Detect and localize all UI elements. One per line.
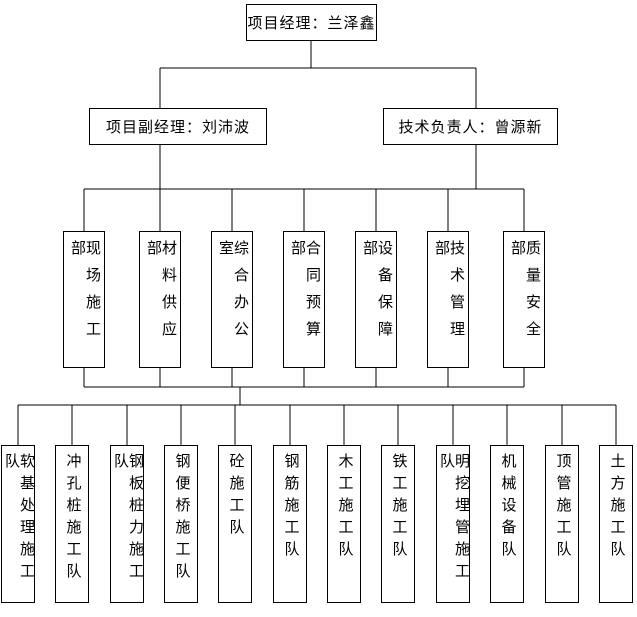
dept-label: 质量安全部 <box>509 240 540 348</box>
dept-node-material-supply: 材料供应部 <box>139 231 181 368</box>
team-label: 钢板桩力施工队 <box>112 453 143 585</box>
dept-label: 材料供应部 <box>145 240 176 348</box>
team-node-bored-pile: 冲孔桩施工队 <box>55 445 89 603</box>
team-node-carpentry: 木工施工队 <box>327 445 361 603</box>
team-node-steel-trestle: 钢便桥施工队 <box>164 445 198 603</box>
team-label: 冲孔桩施工队 <box>64 453 81 585</box>
team-node-sheet-pile: 钢板桩力施工队 <box>110 445 144 603</box>
team-label: 机械设备队 <box>499 453 516 563</box>
team-node-rebar: 钢筋施工队 <box>273 445 307 603</box>
dept-label: 综合办公室 <box>217 240 248 348</box>
node-technical-director: 技术负责人：曾源新 <box>383 108 558 145</box>
team-node-soft-foundation: 软基处理施工队 <box>1 445 35 603</box>
team-label: 土方施工队 <box>608 453 625 563</box>
dept-node-equipment-support: 设备保障部 <box>355 231 397 368</box>
team-label: 铁工施工队 <box>390 453 407 563</box>
dept-label: 技术管理部 <box>433 240 464 348</box>
team-node-pipe-jacking: 顶管施工队 <box>545 445 579 603</box>
team-label: 钢便桥施工队 <box>173 453 190 585</box>
dept-label: 设备保障部 <box>361 240 392 348</box>
dept-node-technical-management: 技术管理部 <box>427 231 469 368</box>
team-label: 钢筋施工队 <box>282 453 299 563</box>
dept-node-general-office: 综合办公室 <box>211 231 253 368</box>
team-label: 木工施工队 <box>336 453 353 563</box>
dept-node-quality-safety: 质量安全部 <box>503 231 545 368</box>
dept-node-contract-budget: 合同预算部 <box>283 231 325 368</box>
dept-label: 现场施工部 <box>69 240 100 348</box>
team-node-earthwork: 土方施工队 <box>599 445 633 603</box>
dept-node-site-construction: 现场施工部 <box>63 231 105 368</box>
team-label: 明挖埋管施工队 <box>438 453 469 585</box>
team-label: 砼施工队 <box>227 453 244 541</box>
node-deputy-project-manager: 项目副经理：刘沛波 <box>89 108 267 145</box>
team-node-ironwork: 铁工施工队 <box>381 445 415 603</box>
team-label: 顶管施工队 <box>554 453 571 563</box>
team-node-concrete: 砼施工队 <box>218 445 252 603</box>
team-label: 软基处理施工队 <box>3 453 34 585</box>
team-node-machinery-equipment: 机械设备队 <box>490 445 524 603</box>
node-project-manager: 项目经理：兰泽鑫 <box>246 4 377 41</box>
team-node-open-cut-pipe: 明挖埋管施工队 <box>436 445 470 603</box>
dept-label: 合同预算部 <box>289 240 320 348</box>
